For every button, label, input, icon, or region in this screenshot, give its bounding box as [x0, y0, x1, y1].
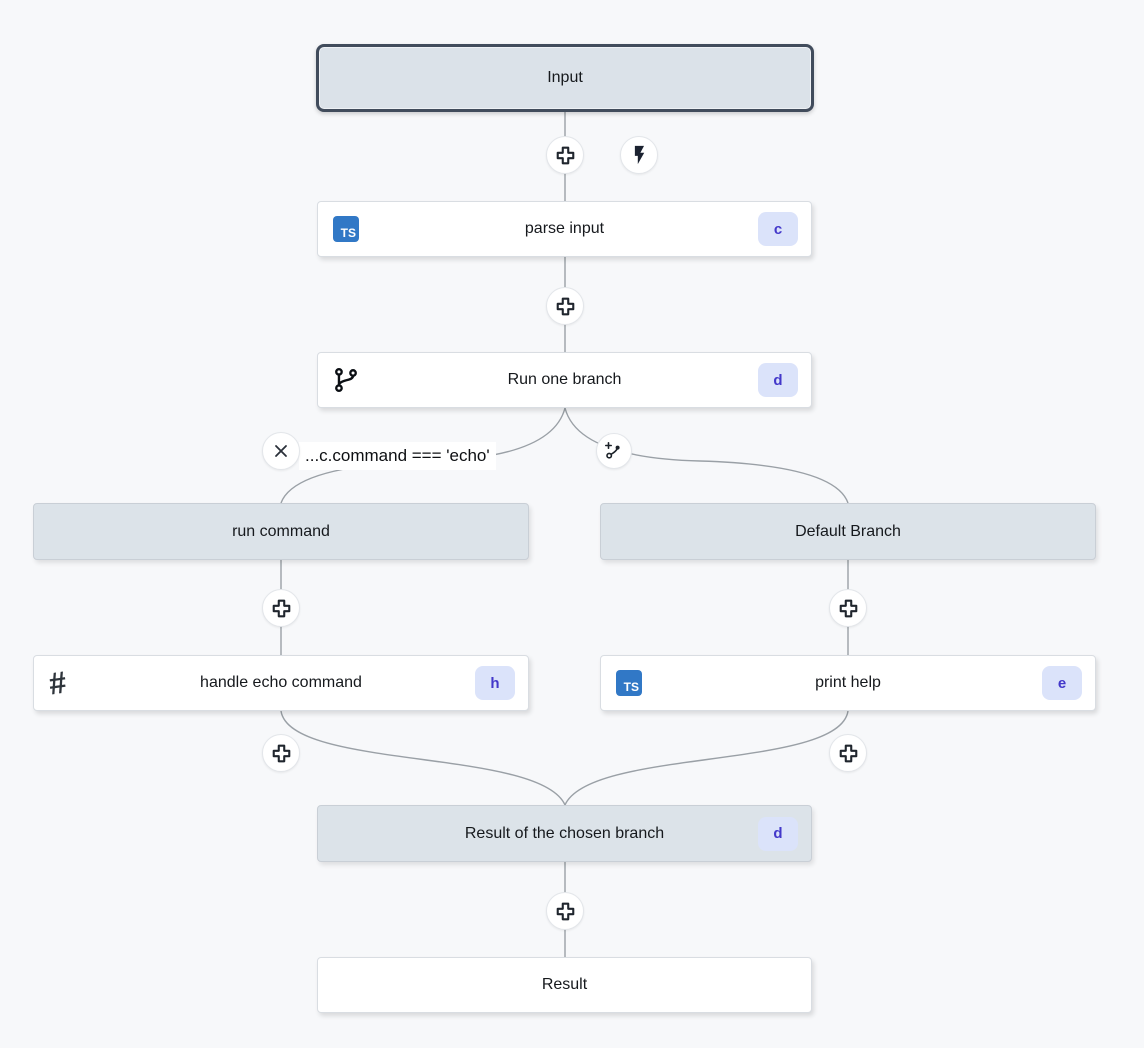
node-default-branch-header[interactable]: Default Branch: [600, 503, 1096, 560]
plus-icon: [272, 599, 290, 617]
plus-icon: [839, 599, 857, 617]
plus-icon: [272, 744, 290, 762]
add-step-button[interactable]: [546, 287, 584, 325]
add-step-button[interactable]: [262, 734, 300, 772]
add-step-button[interactable]: [829, 734, 867, 772]
hash-icon: #: [46, 664, 69, 702]
add-step-button[interactable]: [262, 589, 300, 627]
typescript-icon: TS: [333, 216, 359, 242]
branch-header-label: Default Branch: [795, 522, 901, 540]
step-id-badge: c: [758, 212, 798, 246]
node-input-label: Input: [547, 69, 583, 86]
add-step-button[interactable]: [829, 589, 867, 627]
node-input[interactable]: Input: [316, 44, 814, 112]
lightning-bolt-icon: [634, 145, 645, 165]
git-branch-icon: [333, 367, 359, 393]
remove-branch-button[interactable]: [262, 432, 300, 470]
plus-icon: [839, 744, 857, 762]
node-run-command-branch-header[interactable]: run command: [33, 503, 529, 560]
node-parse-input-label: parse input: [524, 220, 605, 237]
typescript-icon: TS: [616, 670, 642, 696]
node-parse-input[interactable]: TS parse input c: [317, 201, 812, 257]
node-result-of-chosen-branch-label: Result of the chosen branch: [464, 824, 665, 842]
add-branch-icon: [605, 442, 620, 459]
node-result-label: Result: [541, 976, 588, 993]
branch-condition-label: ...c.command === 'echo': [299, 442, 496, 470]
step-id-badge: h: [475, 666, 515, 700]
node-run-one-branch[interactable]: Run one branch d: [317, 352, 812, 408]
node-print-help-label: print help: [815, 674, 881, 691]
plus-icon: [556, 146, 574, 164]
step-id-badge: e: [1042, 666, 1082, 700]
node-result-of-chosen-branch[interactable]: Result of the chosen branch d: [317, 805, 812, 862]
node-result[interactable]: Result: [317, 957, 812, 1013]
plus-icon: [556, 297, 574, 315]
node-handle-echo-command[interactable]: # handle echo command h: [33, 655, 529, 711]
add-step-button[interactable]: [546, 892, 584, 930]
trigger-button[interactable]: [620, 136, 658, 174]
node-run-one-branch-label: Run one branch: [507, 371, 622, 388]
add-step-button[interactable]: [546, 136, 584, 174]
step-id-badge: d: [758, 816, 798, 851]
plus-icon: [556, 902, 574, 920]
step-id-badge: d: [758, 363, 798, 397]
x-icon: [275, 445, 287, 457]
branch-header-label: run command: [232, 522, 330, 540]
add-branch-button[interactable]: [596, 433, 632, 469]
node-handle-echo-command-label: handle echo command: [200, 674, 362, 691]
node-print-help[interactable]: TS print help e: [600, 655, 1096, 711]
